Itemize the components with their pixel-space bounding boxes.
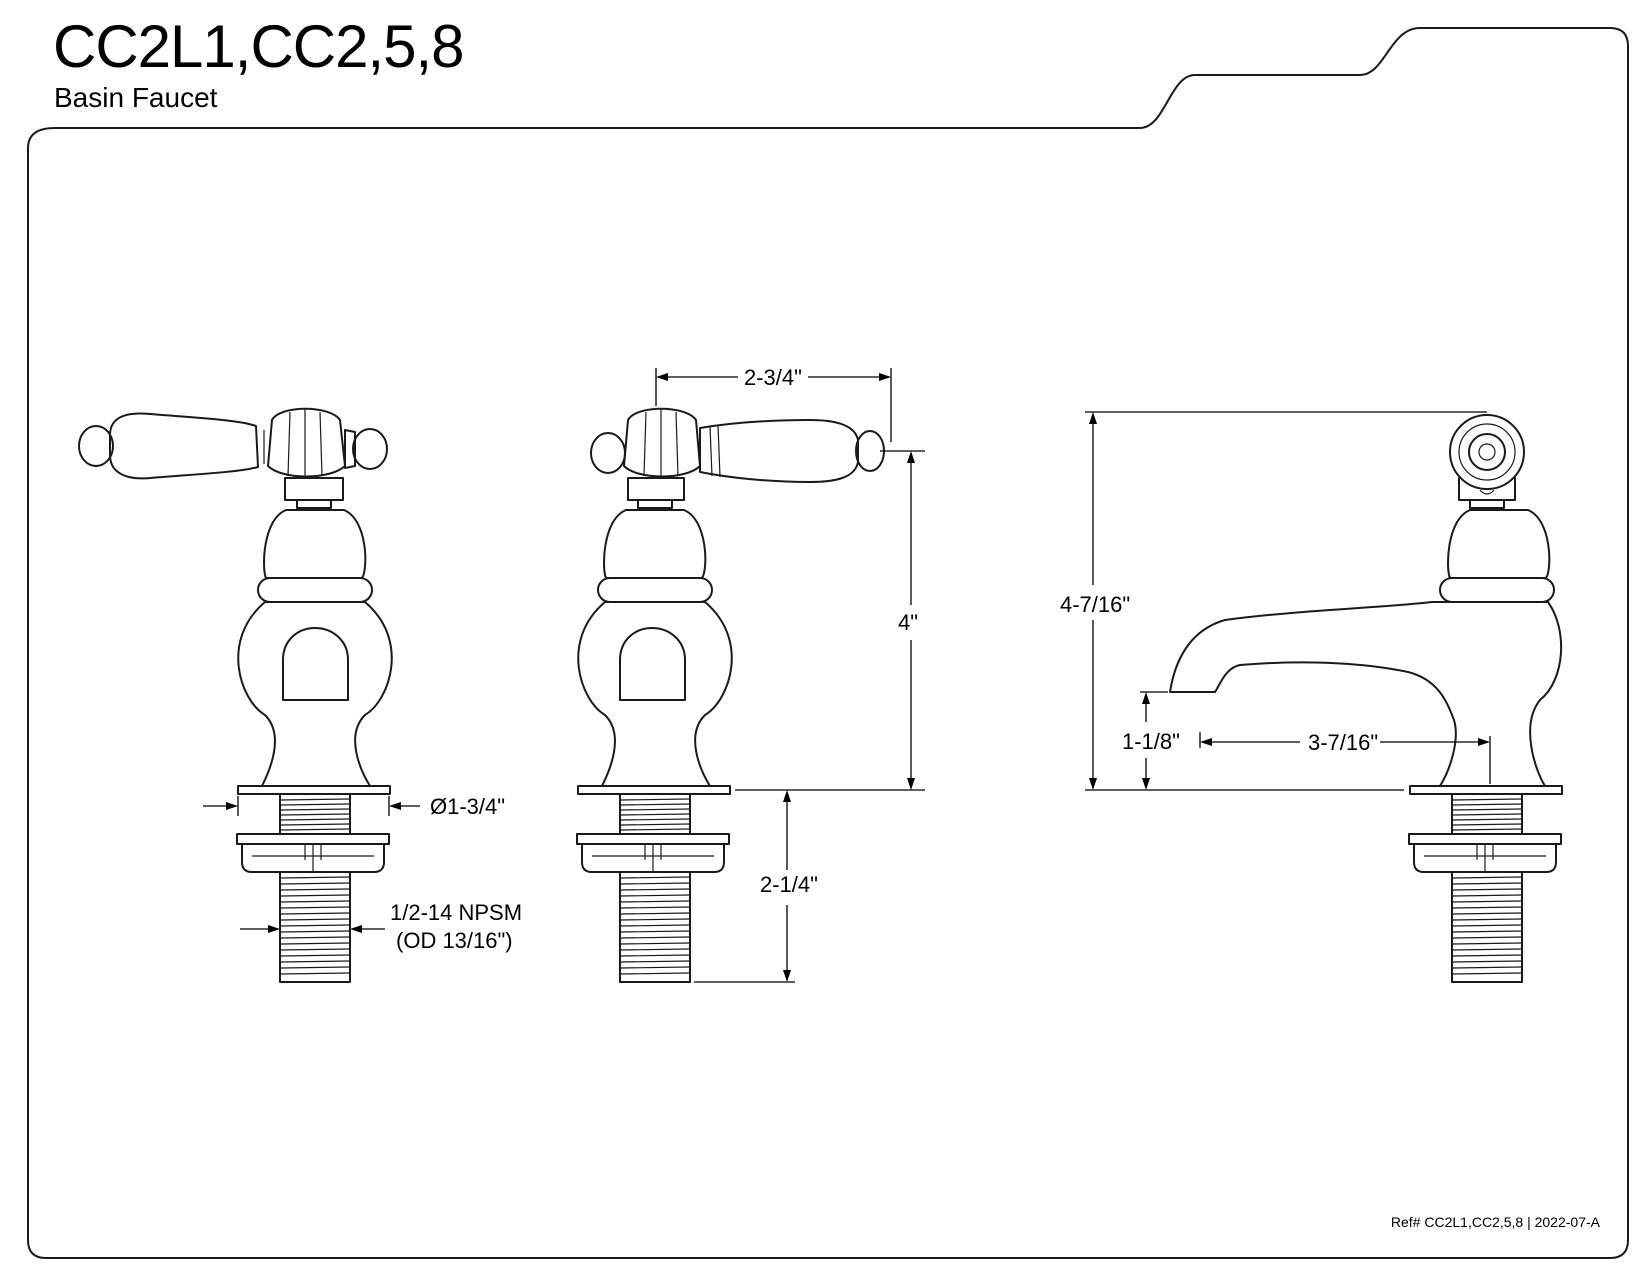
front-view-center: 2-3/4" 4" 2-1/4" [576, 365, 925, 983]
spout-height-label: 1-1/8" [1122, 729, 1180, 754]
spout-reach-label: 3-7/16" [1308, 730, 1378, 755]
thread-spec-label-1: 1/2-14 NPSM [390, 900, 522, 925]
shank-length-label: 2-1/4" [760, 872, 818, 897]
sheet-frame [27, 27, 1629, 1259]
page-subtitle: Basin Faucet [54, 82, 218, 113]
front-view-left: Ø1-3/4" 1/2-14 NPSM (OD 13/16") [78, 407, 522, 983]
threads-lower-left [280, 876, 350, 975]
threads-upper-right [1452, 798, 1522, 831]
thread-spec-label-2: (OD 13/16") [396, 928, 513, 953]
threads-lower-right [1452, 876, 1522, 975]
threads-upper-left [280, 798, 350, 831]
handle-width-label: 2-3/4" [744, 365, 802, 390]
flange-diameter-label: Ø1-3/4" [430, 794, 505, 819]
reference-footer: Ref# CC2L1,CC2,5,8 | 2022-07-A [1390, 1214, 1600, 1230]
threads-lower-center [620, 876, 690, 975]
threads-upper-center [620, 798, 690, 831]
height-above-deck-label: 4" [898, 610, 918, 635]
side-view-right: 4-7/16" 1-1/8" 3-7/16" [1060, 411, 1563, 983]
page-title: CC2L1,CC2,5,8 [53, 13, 465, 80]
overall-height-label: 4-7/16" [1060, 592, 1130, 617]
